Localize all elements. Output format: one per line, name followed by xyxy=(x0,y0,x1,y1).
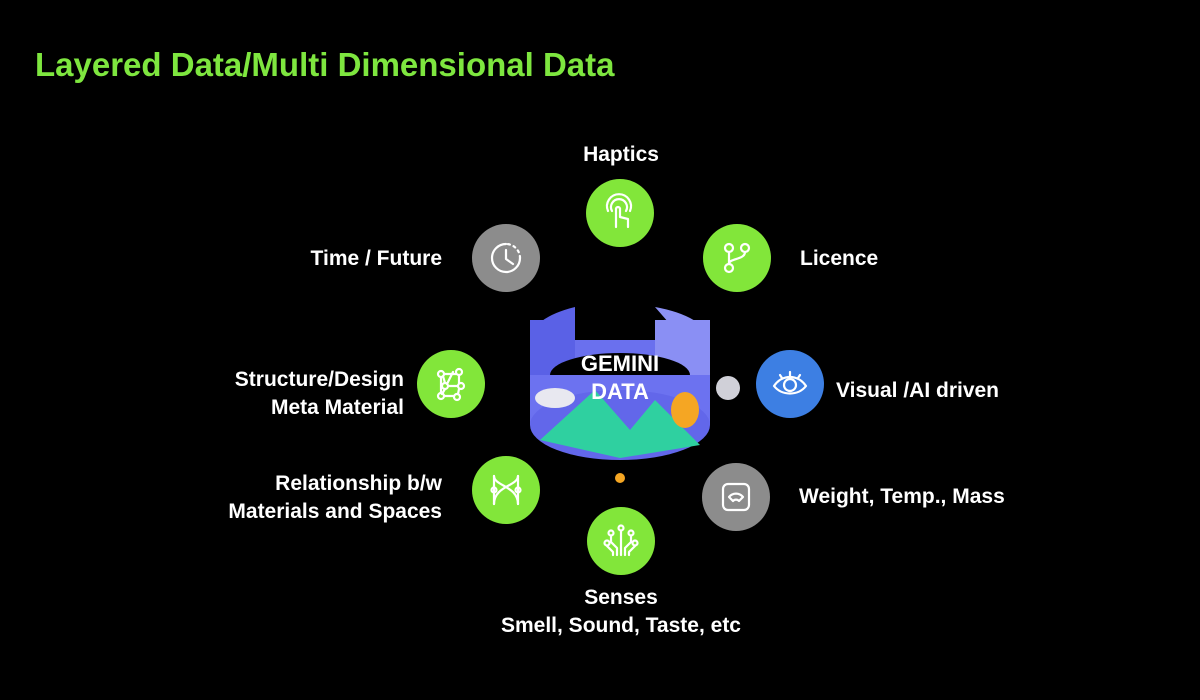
scale-icon xyxy=(721,482,751,512)
haptics-label: Haptics xyxy=(583,143,659,166)
senses-line2: Smell, Sound, Taste, etc xyxy=(500,614,741,637)
senses-node xyxy=(587,507,655,575)
senses-line1: Senses xyxy=(584,586,658,609)
lattice-icon xyxy=(436,367,466,402)
licence-label: Licence xyxy=(800,247,879,270)
gemini-data-cylinder xyxy=(529,307,740,483)
senses-label: Senses Smell, Sound, Taste, etc xyxy=(440,584,802,640)
center-line2: DATA xyxy=(591,379,649,404)
center-label: GEMINI DATA xyxy=(560,350,680,406)
center-line1: GEMINI xyxy=(580,351,660,376)
circuit-icon xyxy=(603,524,639,557)
touch-icon xyxy=(605,193,633,229)
time-label: Time / Future xyxy=(310,247,442,270)
structure-line2: Meta Material xyxy=(270,396,404,419)
licence-node xyxy=(703,224,771,292)
slide-title: Layered Data/Multi Dimensional Data xyxy=(35,46,615,83)
eye-icon xyxy=(772,370,808,395)
relationship-line1: Relationship b/w xyxy=(275,472,442,495)
relationship-node xyxy=(472,456,540,524)
branch-icon xyxy=(723,242,751,274)
structure-line1: Structure/Design xyxy=(234,368,404,391)
visual-label: Visual /AI driven xyxy=(836,379,1000,402)
relationship-line2: Materials and Spaces xyxy=(228,500,442,523)
structure-label: Structure/Design Meta Material xyxy=(235,366,404,422)
relationship-label: Relationship b/w Materials and Spaces xyxy=(228,470,442,526)
structure-node xyxy=(417,350,485,418)
time-node xyxy=(472,224,540,292)
clock-icon xyxy=(490,242,522,274)
visual-node xyxy=(756,350,824,418)
weight-label: Weight, Temp., Mass xyxy=(799,485,1005,508)
network-icon xyxy=(490,474,522,506)
weight-node xyxy=(702,463,770,531)
haptics-node xyxy=(586,179,654,247)
